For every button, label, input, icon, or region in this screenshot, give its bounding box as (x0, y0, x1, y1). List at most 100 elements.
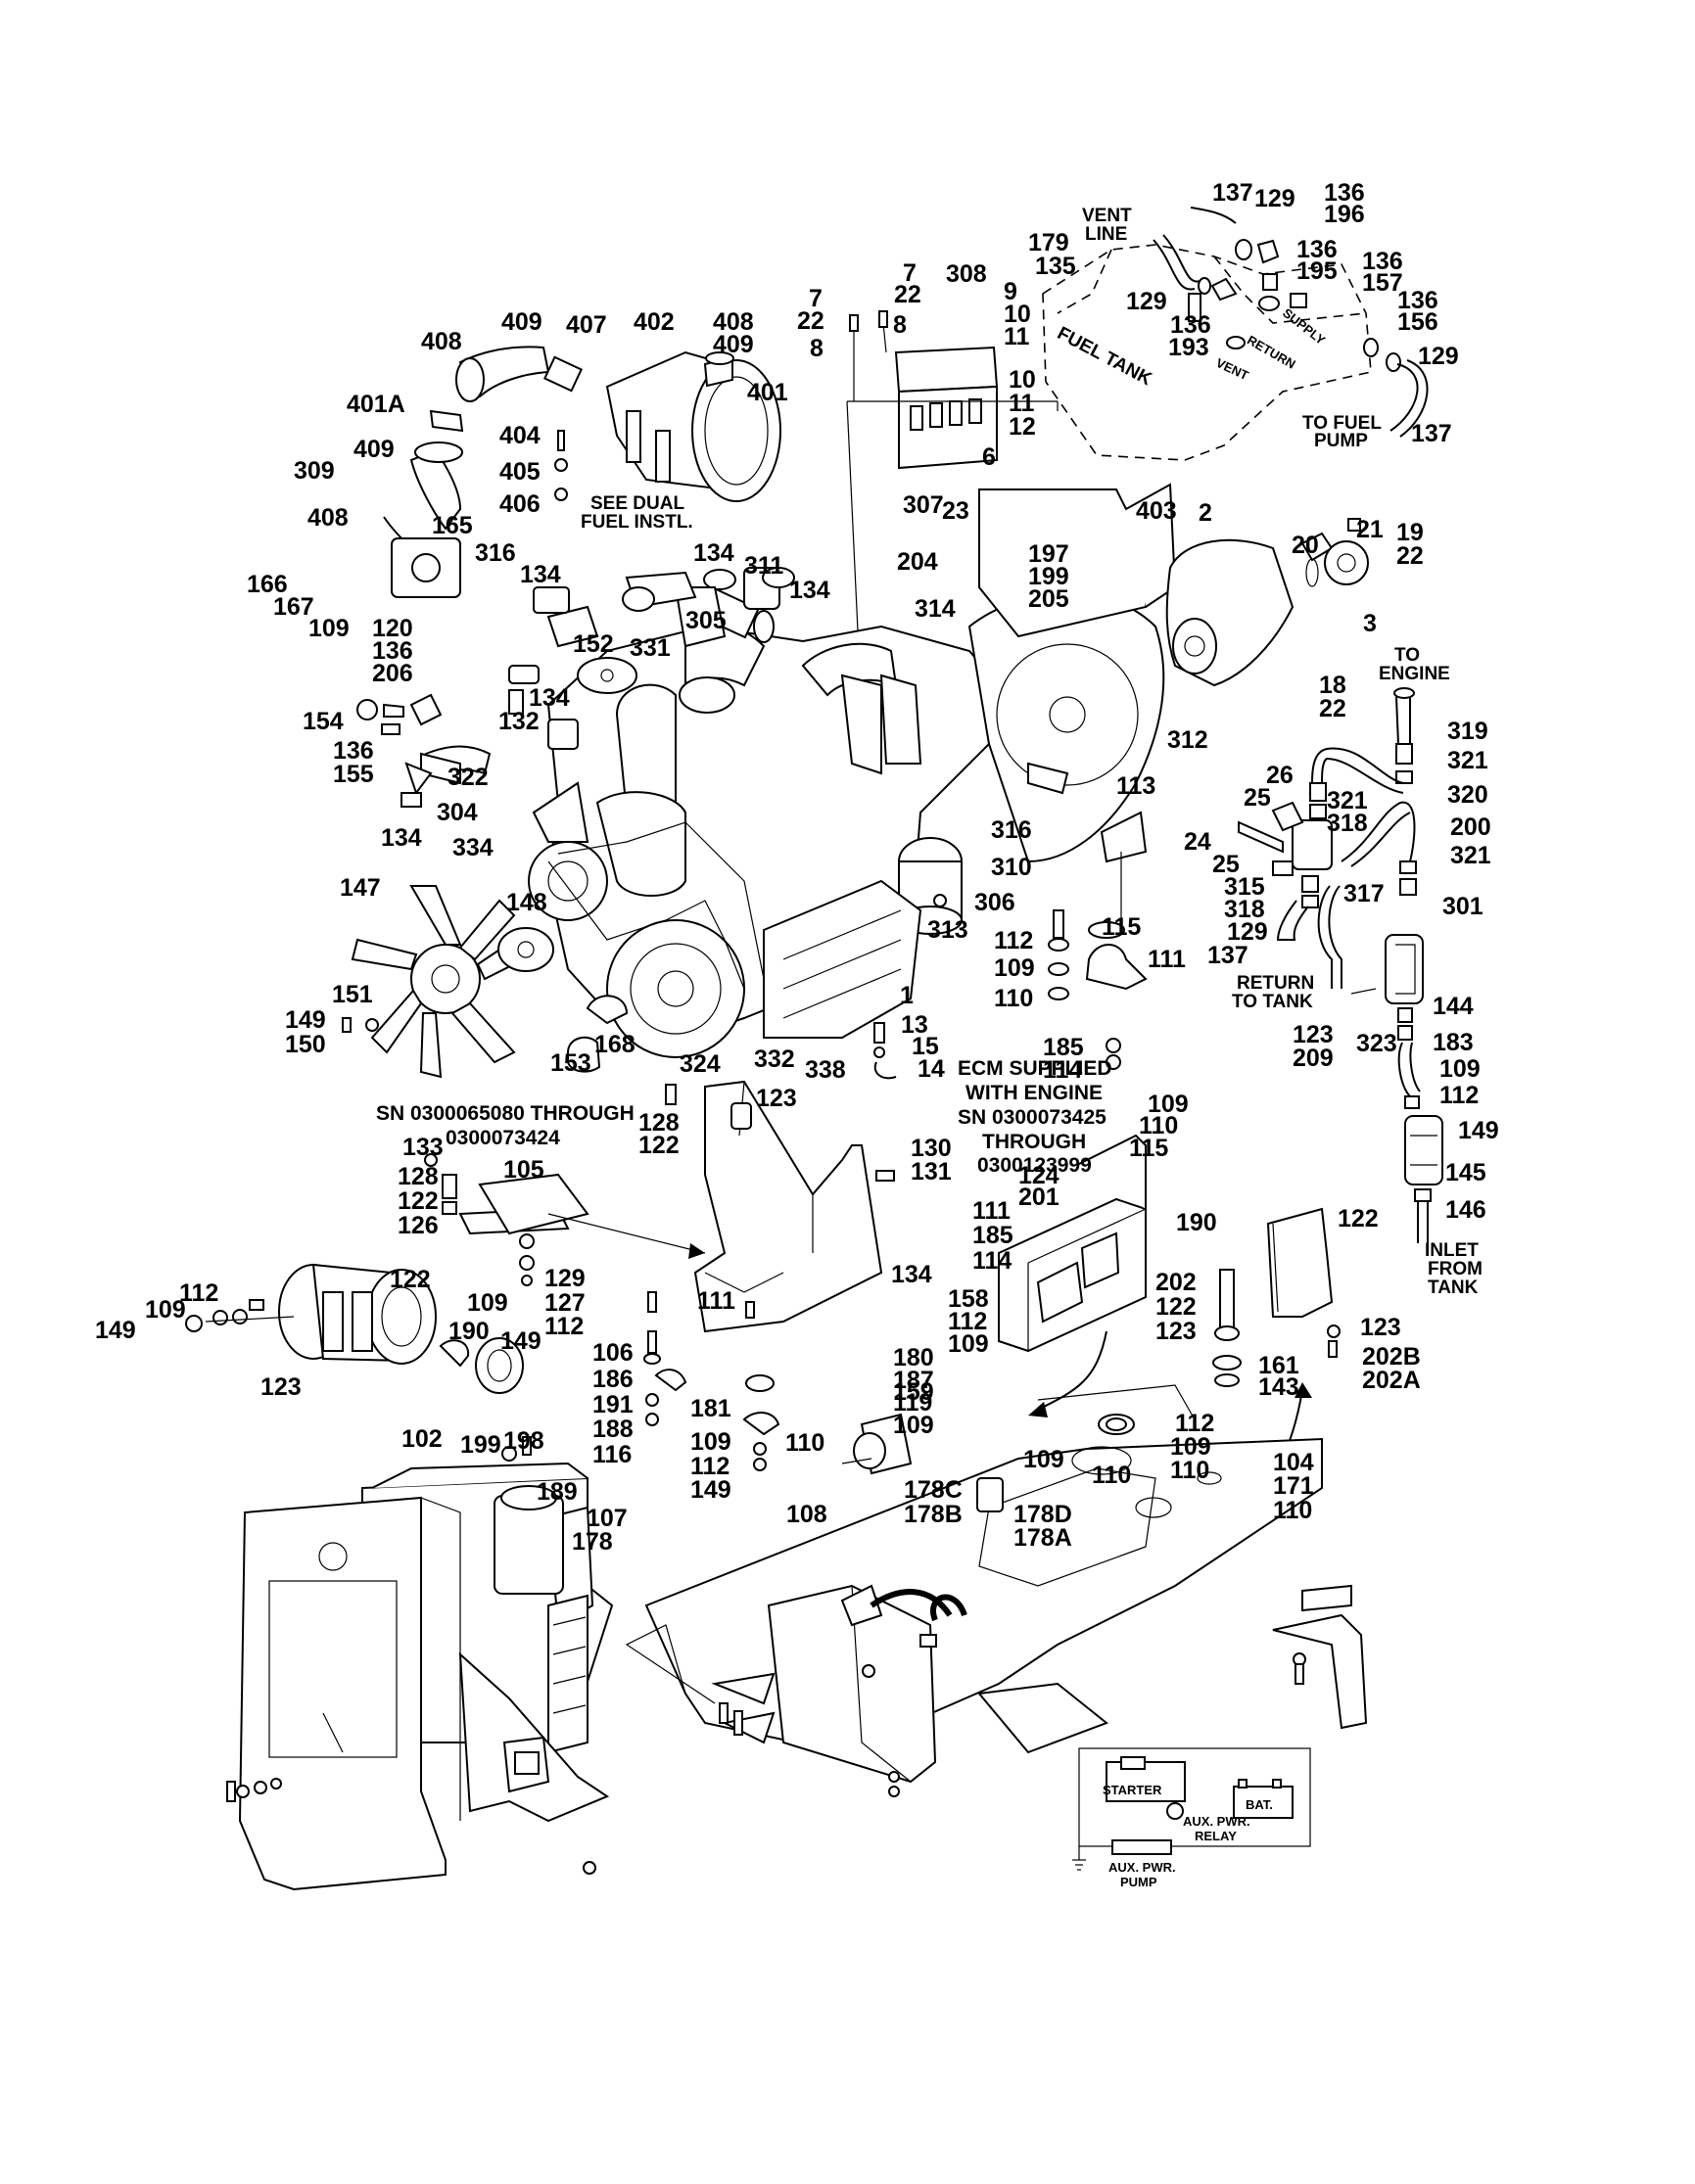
callout-152: 152 (573, 630, 614, 658)
callout-2: 2 (1199, 499, 1212, 527)
callout-16: 128 (638, 1109, 680, 1137)
callout-324: 324 (680, 1050, 721, 1078)
aux-pwr-relay-label-1: AUX. PWR. (1183, 1814, 1250, 1829)
callout-129: 183 (1433, 1029, 1474, 1056)
callout-168: 168 (594, 1031, 636, 1058)
callout-138: 110 (1139, 1112, 1178, 1139)
callout-129: 129 (1227, 918, 1268, 946)
ecm-supplied-label-3: SN 0300073425 (958, 1106, 1106, 1129)
callout-23: 23 (942, 497, 969, 525)
ecm-supplied-label-5: 0300123999 (977, 1154, 1092, 1177)
callout-312: 312 (1167, 726, 1208, 754)
callout-322: 322 (447, 764, 489, 791)
callout-136: 136 (372, 637, 413, 665)
callout-137: 109 (1439, 1055, 1481, 1083)
callout-315: 315 (1224, 873, 1265, 901)
callout-113: 113 (1116, 772, 1155, 800)
vent-line-label-1: VENT (1082, 206, 1132, 226)
to-fuel-pump-label-1: TO FUEL (1302, 413, 1382, 434)
callout-30: 126 (398, 1212, 439, 1239)
callout-129: 145 (1445, 1159, 1486, 1186)
callout-134: 134 (529, 684, 570, 712)
callout-135: 135 (1035, 253, 1076, 280)
callout-129: 129 (1254, 185, 1295, 212)
callout-10: 10 (1004, 301, 1031, 328)
callout-148: 148 (506, 889, 547, 916)
callout-4: 134 (891, 1261, 932, 1288)
cooling-fan (342, 885, 629, 1079)
solenoid-202-callouts: 180 187 119 109 159 158 112 109 110 108 (785, 1285, 989, 1528)
return-to-tank-label-2: TO TANK (1232, 992, 1313, 1012)
callout-109: 109 (994, 954, 1035, 982)
aux-pwr-relay-label-2: RELAY (1195, 1829, 1237, 1843)
sn-range-label-2: 0300073424 (446, 1127, 560, 1149)
callout-110: 116 (592, 1441, 632, 1468)
relay-box (846, 310, 1059, 716)
callout-408: 408 (307, 504, 349, 532)
callout-321: 321 (1447, 747, 1488, 774)
callout-204: 204 (897, 548, 938, 576)
callout-402: 402 (634, 308, 675, 336)
callout-25: 25 (1212, 851, 1240, 878)
callout-338: 338 (805, 1056, 846, 1084)
callout-309: 309 (294, 457, 335, 485)
callout-18: 18 (1319, 672, 1346, 699)
callout-137: 137 (1212, 179, 1253, 207)
dual-air-cleaner-callouts: 112 109 149 122 123 190 149 (95, 1266, 541, 1401)
callout-196: 196 (1324, 201, 1365, 228)
callout-5: 123 (756, 1085, 797, 1112)
callout-332: 332 (754, 1046, 795, 1073)
callout-22: 22 (894, 281, 921, 308)
vent-line-label-2: LINE (1085, 224, 1127, 245)
callout-310: 310 (991, 854, 1032, 881)
callout-24: 24 (1184, 828, 1211, 856)
callout-409: 409 (713, 331, 754, 358)
ecm-unit-callouts: ECM SUPPLIED WITH ENGINE SN 0300073425 T… (958, 1057, 1197, 1345)
callout-307: 307 (903, 491, 944, 519)
callout-140: 122 (1155, 1293, 1197, 1321)
callout-112: 112 (994, 927, 1033, 954)
dual-air-cleaner (185, 1263, 524, 1394)
ecm-supplied-label-4: THROUGH (982, 1131, 1086, 1153)
callout-203: 209 (1293, 1045, 1334, 1072)
callout-190: 158 (948, 1285, 989, 1313)
callout-128: 112 (179, 1279, 218, 1307)
schematic-callouts: STARTER AUX. PWR. RELAY BAT. AUX. PWR. P… (1103, 1783, 1273, 1889)
callout-26: 26 (1266, 762, 1294, 789)
callout-20: 20 (1292, 532, 1319, 559)
callout-149: 123 (1293, 1021, 1334, 1048)
callout-22: 22 (797, 307, 824, 335)
solenoid-202 (841, 1413, 913, 1475)
callout-127: 178 (572, 1528, 613, 1556)
callout-9: 9 (1004, 278, 1017, 305)
callout-407: 407 (566, 311, 607, 339)
callout-109: 115 (1129, 1135, 1168, 1162)
callout-305: 305 (685, 607, 727, 634)
callout-27: 105 (503, 1156, 544, 1184)
callout-109: 186 (592, 1366, 634, 1393)
callout-123: 171 (1273, 1472, 1314, 1500)
callout-109: 109 (1170, 1433, 1211, 1461)
callout-33: 122 (398, 1187, 439, 1215)
callout-409: 409 (501, 308, 542, 336)
callout-206: 206 (372, 660, 413, 687)
inlet-label-2: FROM (1428, 1259, 1483, 1279)
callout-201: 159 (893, 1378, 934, 1406)
callout-111: 191 (592, 1391, 634, 1418)
to-engine-label-1: TO (1394, 645, 1420, 666)
callout-8: 8 (810, 335, 824, 362)
callout-115: 115 (1102, 913, 1141, 941)
ecm-bracket (424, 1080, 895, 1333)
return-label: RETURN (1245, 333, 1297, 372)
callout-139: 202 (1155, 1269, 1197, 1296)
callout-193: 193 (1168, 334, 1209, 361)
center-mounts-callouts: 106 186 191 188 116 181 109 112 149 (592, 1339, 731, 1504)
callout-321: 321 (1327, 787, 1368, 814)
callout-323: 201 (1018, 1184, 1059, 1211)
callout-147: 147 (340, 874, 381, 902)
callout-185: 112 (690, 1453, 730, 1480)
callout-111: 109 (690, 1428, 731, 1456)
callout-122: 323 (1356, 1030, 1397, 1057)
callout-136: 136 (1170, 311, 1211, 339)
relay-box-callouts: 7 22 308 9 10 11 7 22 8 8 10 11 12 6 307 (797, 259, 1036, 519)
